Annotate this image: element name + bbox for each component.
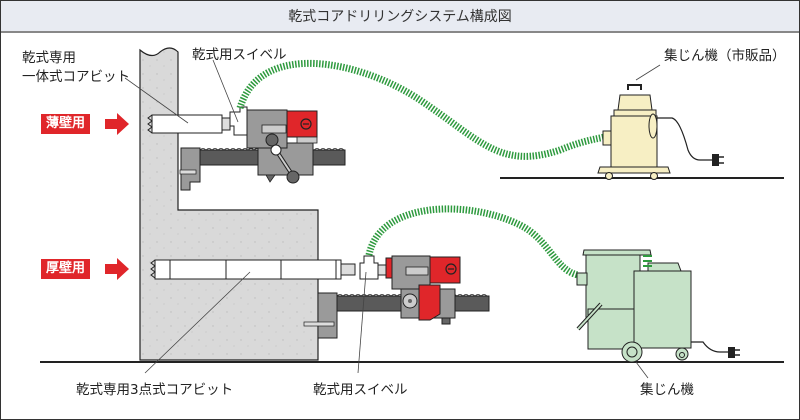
leader-vacuum-top xyxy=(635,64,661,81)
bottom-swivel xyxy=(359,255,379,280)
bottom-feed-handle xyxy=(418,284,441,321)
small-vacuum-cleaner xyxy=(597,84,724,180)
bottom-hose xyxy=(365,205,580,279)
large-vacuum-cleaner xyxy=(576,249,740,363)
top-hose xyxy=(236,60,606,160)
label-swivel-top: 乾式用スイベル xyxy=(192,47,287,63)
leader-swivel-top xyxy=(212,59,239,123)
bottom-motor-switch-icon xyxy=(445,263,457,275)
thin-wall-drill-assembly xyxy=(147,106,346,191)
top-base-bracket xyxy=(180,147,201,191)
label-swivel-bottom: 乾式用スイベル xyxy=(313,382,408,398)
label-thick-bit: 乾式専用3点式コアビット xyxy=(76,382,234,398)
label-vacuum-top: 集じん機（市販品） xyxy=(664,48,786,64)
bottom-core-bit xyxy=(154,259,342,280)
thin-wall-badge: 薄壁用 xyxy=(41,114,91,134)
label-thin-bit-line1: 乾式専用 xyxy=(22,50,76,66)
diagram-title: 乾式コアドリリングシステム構成図 xyxy=(288,9,512,25)
large-vacuum-plug-icon xyxy=(728,347,735,358)
thin-wall-arrow-icon xyxy=(105,113,129,135)
large-vacuum-cord xyxy=(691,341,728,353)
leader-vacuum-bottom xyxy=(635,361,649,379)
title-bar: 乾式コアドリリングシステム構成図 xyxy=(1,1,799,33)
leader-thin-bit xyxy=(124,77,189,124)
top-motor-red-cap xyxy=(286,110,318,138)
thick-wall-arrow-icon xyxy=(105,258,129,280)
top-swivel xyxy=(229,106,248,136)
concrete-wall xyxy=(139,47,319,361)
small-vacuum-cord xyxy=(657,117,712,161)
top-core-bit xyxy=(151,114,223,134)
bottom-base-bracket xyxy=(317,292,338,339)
label-vacuum-bottom: 集じん機 xyxy=(640,382,694,398)
label-thin-bit-line2: 一体式コアビット xyxy=(22,69,130,85)
leader-thick-bit xyxy=(144,271,251,374)
thick-wall-drill-assembly xyxy=(150,255,490,339)
small-vacuum-plug-icon xyxy=(712,154,719,166)
bottom-motor-red-cap xyxy=(429,256,461,284)
leader-swivel-bottom xyxy=(357,271,367,374)
top-motor-switch-icon xyxy=(300,118,312,130)
thick-wall-badge: 厚壁用 xyxy=(41,259,91,279)
